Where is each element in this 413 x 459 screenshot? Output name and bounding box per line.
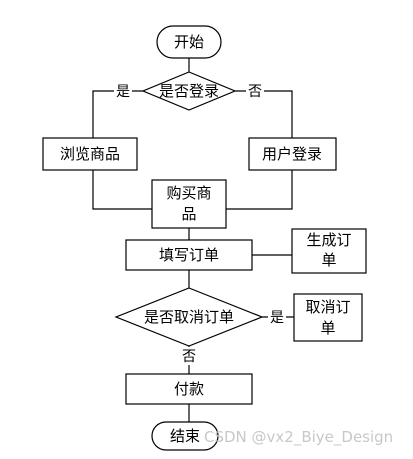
generate-order-label-line1: 生成订 — [306, 231, 351, 249]
buy-product-label-line1: 购买商 — [166, 184, 211, 202]
end-label: 结束 — [170, 427, 200, 445]
edge-login-to-buy — [226, 170, 293, 210]
browse-products-label: 浏览商品 — [60, 145, 120, 163]
start-terminator — [156, 25, 222, 59]
login-no-label-bg — [246, 82, 264, 100]
login-no-label: 否 — [248, 84, 262, 100]
browse-products-box — [42, 137, 138, 171]
watermark: CSDN @vx2_Biye_Design — [204, 428, 393, 447]
user-login-box — [248, 137, 337, 171]
user-login-label: 用户登录 — [262, 145, 322, 163]
cancel-no-label: 否 — [182, 349, 196, 365]
cancel-check-decision — [114, 287, 264, 347]
login-check-decision — [141, 71, 237, 111]
cancel-yes-label-bg — [268, 308, 286, 326]
cancel-no-label-bg — [180, 347, 198, 365]
cancel-order-box — [293, 293, 363, 342]
pay-label: 付款 — [174, 380, 204, 398]
login-yes-label: 是 — [116, 84, 130, 100]
login-check-label: 是否登录 — [159, 82, 219, 100]
edge-browse-to-buy — [92, 170, 152, 210]
end-terminator — [151, 421, 219, 451]
start-label: 开始 — [174, 33, 204, 51]
buy-product-box — [151, 179, 227, 229]
cancel-order-label-line1: 取消订 — [305, 298, 350, 316]
cancel-check-label: 是否取消订单 — [144, 308, 234, 326]
cancel-yes-label: 是 — [270, 310, 284, 326]
cancel-order-label-line2: 单 — [320, 319, 335, 337]
login-yes-label-bg — [114, 82, 132, 100]
fill-order-label: 填写订单 — [159, 246, 219, 264]
generate-order-box — [291, 228, 367, 274]
pay-box — [125, 373, 253, 405]
buy-product-label-line2: 品 — [181, 205, 196, 223]
fill-order-box — [125, 239, 253, 271]
generate-order-label-line2: 单 — [321, 251, 336, 269]
